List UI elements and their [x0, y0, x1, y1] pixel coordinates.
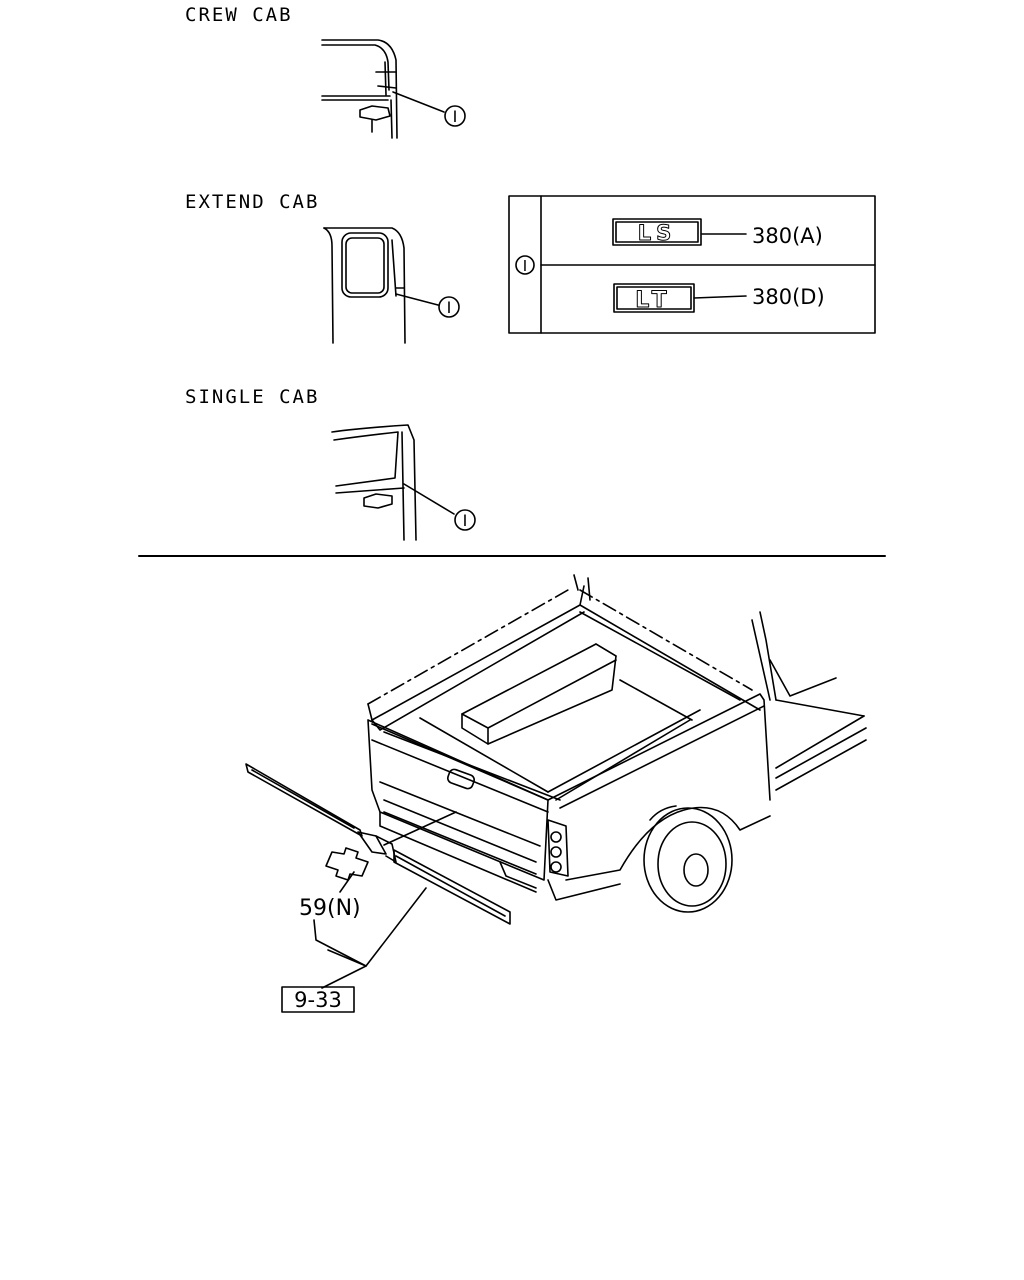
single-cab-view: I	[331, 424, 476, 541]
crew-cab-label: CREW CAB	[185, 4, 293, 26]
section-ref-text: 9-33	[294, 988, 342, 1012]
lt-emblem: LT	[613, 283, 695, 314]
lt-part-ref: 380(D)	[752, 285, 825, 309]
bowtie-part-ref: 59(N)	[299, 896, 361, 921]
ls-emblem-text: LS	[638, 221, 677, 245]
pickup-truck-drawing	[245, 574, 867, 989]
ls-emblem: LS	[612, 218, 702, 246]
emblem-table: I LS 380(A) LT 380(D)	[508, 195, 876, 334]
ls-part-ref: 380(A)	[752, 224, 823, 248]
extend-cab-label: EXTEND CAB	[185, 191, 320, 213]
table-key-number: I	[523, 257, 527, 275]
single-callout-number: I	[463, 511, 468, 530]
extend-callout-number: I	[447, 298, 452, 317]
lt-emblem-text: LT	[635, 288, 672, 313]
crew-callout-number: I	[453, 107, 458, 126]
single-cab-label: SINGLE CAB	[185, 386, 320, 408]
extend-cab-view: I	[323, 227, 460, 344]
section-ref-box: 9-33	[281, 986, 355, 1013]
crew-cab-view: I	[321, 39, 466, 139]
